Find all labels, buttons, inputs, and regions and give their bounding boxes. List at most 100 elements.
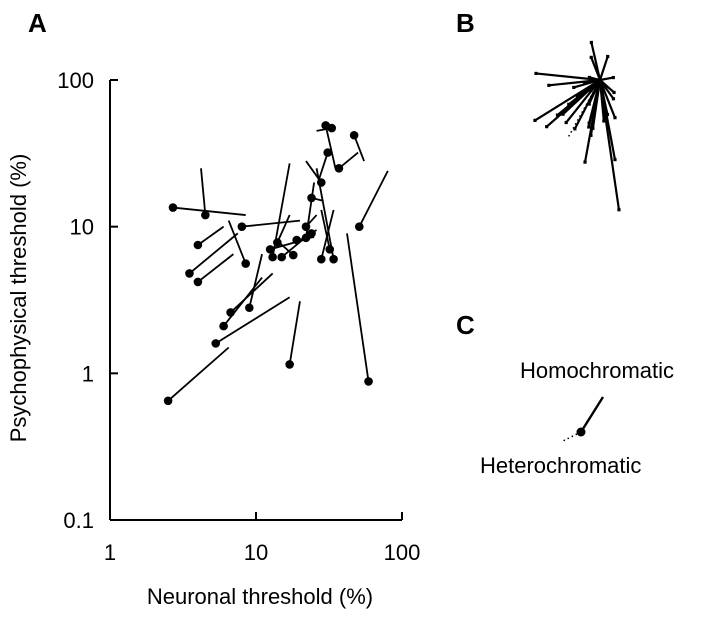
star-line <box>598 56 609 81</box>
star-line-end <box>612 90 616 95</box>
star-line-end <box>587 75 592 80</box>
star-line-end <box>606 54 610 59</box>
x-tick-label: 1 <box>104 540 116 565</box>
heterochromatic-point <box>201 210 210 220</box>
pair-line <box>188 232 239 275</box>
star-line <box>598 79 621 210</box>
pair-line <box>353 134 365 162</box>
star-line-end <box>583 160 587 164</box>
legend-heterochromatic-marker <box>576 427 586 437</box>
star-line-end <box>561 112 565 116</box>
star-line-end <box>617 208 621 212</box>
heterochromatic-point <box>316 178 326 187</box>
heterochromatic-point <box>355 222 364 231</box>
star-line-end <box>602 119 606 123</box>
heterochromatic-point <box>241 259 250 268</box>
heterochromatic-markers <box>163 121 373 406</box>
heterochromatic-point <box>364 377 373 386</box>
y-tick-label: 1 <box>82 361 94 386</box>
heterochromatic-point <box>193 240 203 250</box>
heterochromatic-point <box>288 250 298 260</box>
pair-line <box>346 233 370 382</box>
pair-line <box>229 272 274 314</box>
pair-line <box>276 214 291 243</box>
star-line-end <box>545 125 549 129</box>
star-line <box>588 79 602 124</box>
chart-panel-b <box>533 40 621 212</box>
heterochromatic-point <box>245 303 254 313</box>
heterochromatic-point <box>285 360 294 369</box>
heterochromatic-point <box>307 229 316 238</box>
star-line-end <box>589 133 593 137</box>
star-line-end <box>547 83 551 87</box>
x-tick-label: 10 <box>244 540 268 565</box>
heterochromatic-point <box>163 396 173 406</box>
legend-homochromatic-label: Homochromatic <box>520 358 674 383</box>
heterochromatic-point <box>211 339 221 348</box>
star-line-end <box>611 97 616 101</box>
heterochromatic-point <box>168 203 178 212</box>
star-line-end <box>589 40 593 45</box>
y-tick-label: 10 <box>70 215 94 240</box>
heterochromatic-point <box>334 164 344 173</box>
heterochromatic-point <box>329 254 338 264</box>
star-line <box>598 79 616 119</box>
heterochromatic-point <box>301 222 311 231</box>
pair-line <box>324 125 337 169</box>
pair-line <box>197 225 225 246</box>
star-line <box>599 79 615 100</box>
pair-line <box>215 296 291 345</box>
star-line <box>589 76 601 82</box>
star-line-end <box>589 55 593 59</box>
heterochromatic-point <box>185 269 194 278</box>
star-line-end <box>577 96 581 100</box>
heterochromatic-point <box>349 130 359 140</box>
heterochromatic-point <box>219 321 228 331</box>
pair-line <box>172 206 246 216</box>
star-line-end <box>564 120 568 125</box>
panel-label-a: A <box>28 8 47 38</box>
pair-lines <box>167 125 389 402</box>
pair-line <box>318 152 329 180</box>
star-line <box>599 76 614 82</box>
star-line-end <box>613 116 617 120</box>
star-line <box>582 79 601 95</box>
star-line-end <box>587 102 591 106</box>
star-line <box>590 56 602 81</box>
legend-homochromatic-line <box>579 396 605 433</box>
star-line-end <box>589 88 593 92</box>
star-line-end <box>567 102 571 106</box>
star-line-end <box>555 113 560 117</box>
star-line-end <box>587 121 591 125</box>
y-tick-label: 100 <box>57 68 94 93</box>
pair-line <box>241 219 301 228</box>
star-line <box>534 79 601 122</box>
panel-label-b: B <box>456 8 475 38</box>
pair-line <box>320 209 331 250</box>
heterochromatic-point <box>265 245 275 254</box>
pair-line <box>197 253 234 283</box>
heterochromatic-point <box>226 308 235 317</box>
star-line-end <box>611 75 615 80</box>
pair-line <box>200 168 207 216</box>
heterochromatic-point <box>237 222 247 231</box>
pair-line <box>281 236 307 258</box>
pair-line <box>288 301 301 365</box>
heterochromatic-point <box>268 252 277 262</box>
y-tick-label: 0.1 <box>63 508 94 533</box>
pair-line <box>248 253 263 308</box>
star-line-end <box>572 85 576 90</box>
pair-line <box>227 220 247 264</box>
legend-heterochromatic-label: Heterochromatic <box>480 453 641 478</box>
star-line-end <box>591 126 595 131</box>
heterochromatic-point <box>292 235 301 245</box>
star-line-end <box>613 158 617 162</box>
pair-line <box>358 170 389 228</box>
star-line-end <box>583 81 587 85</box>
star-line-end <box>534 71 538 76</box>
heterochromatic-point <box>325 245 335 254</box>
heterochromatic-point <box>273 238 282 247</box>
legend-panel-c: Homochromatic Heterochromatic <box>480 358 674 478</box>
